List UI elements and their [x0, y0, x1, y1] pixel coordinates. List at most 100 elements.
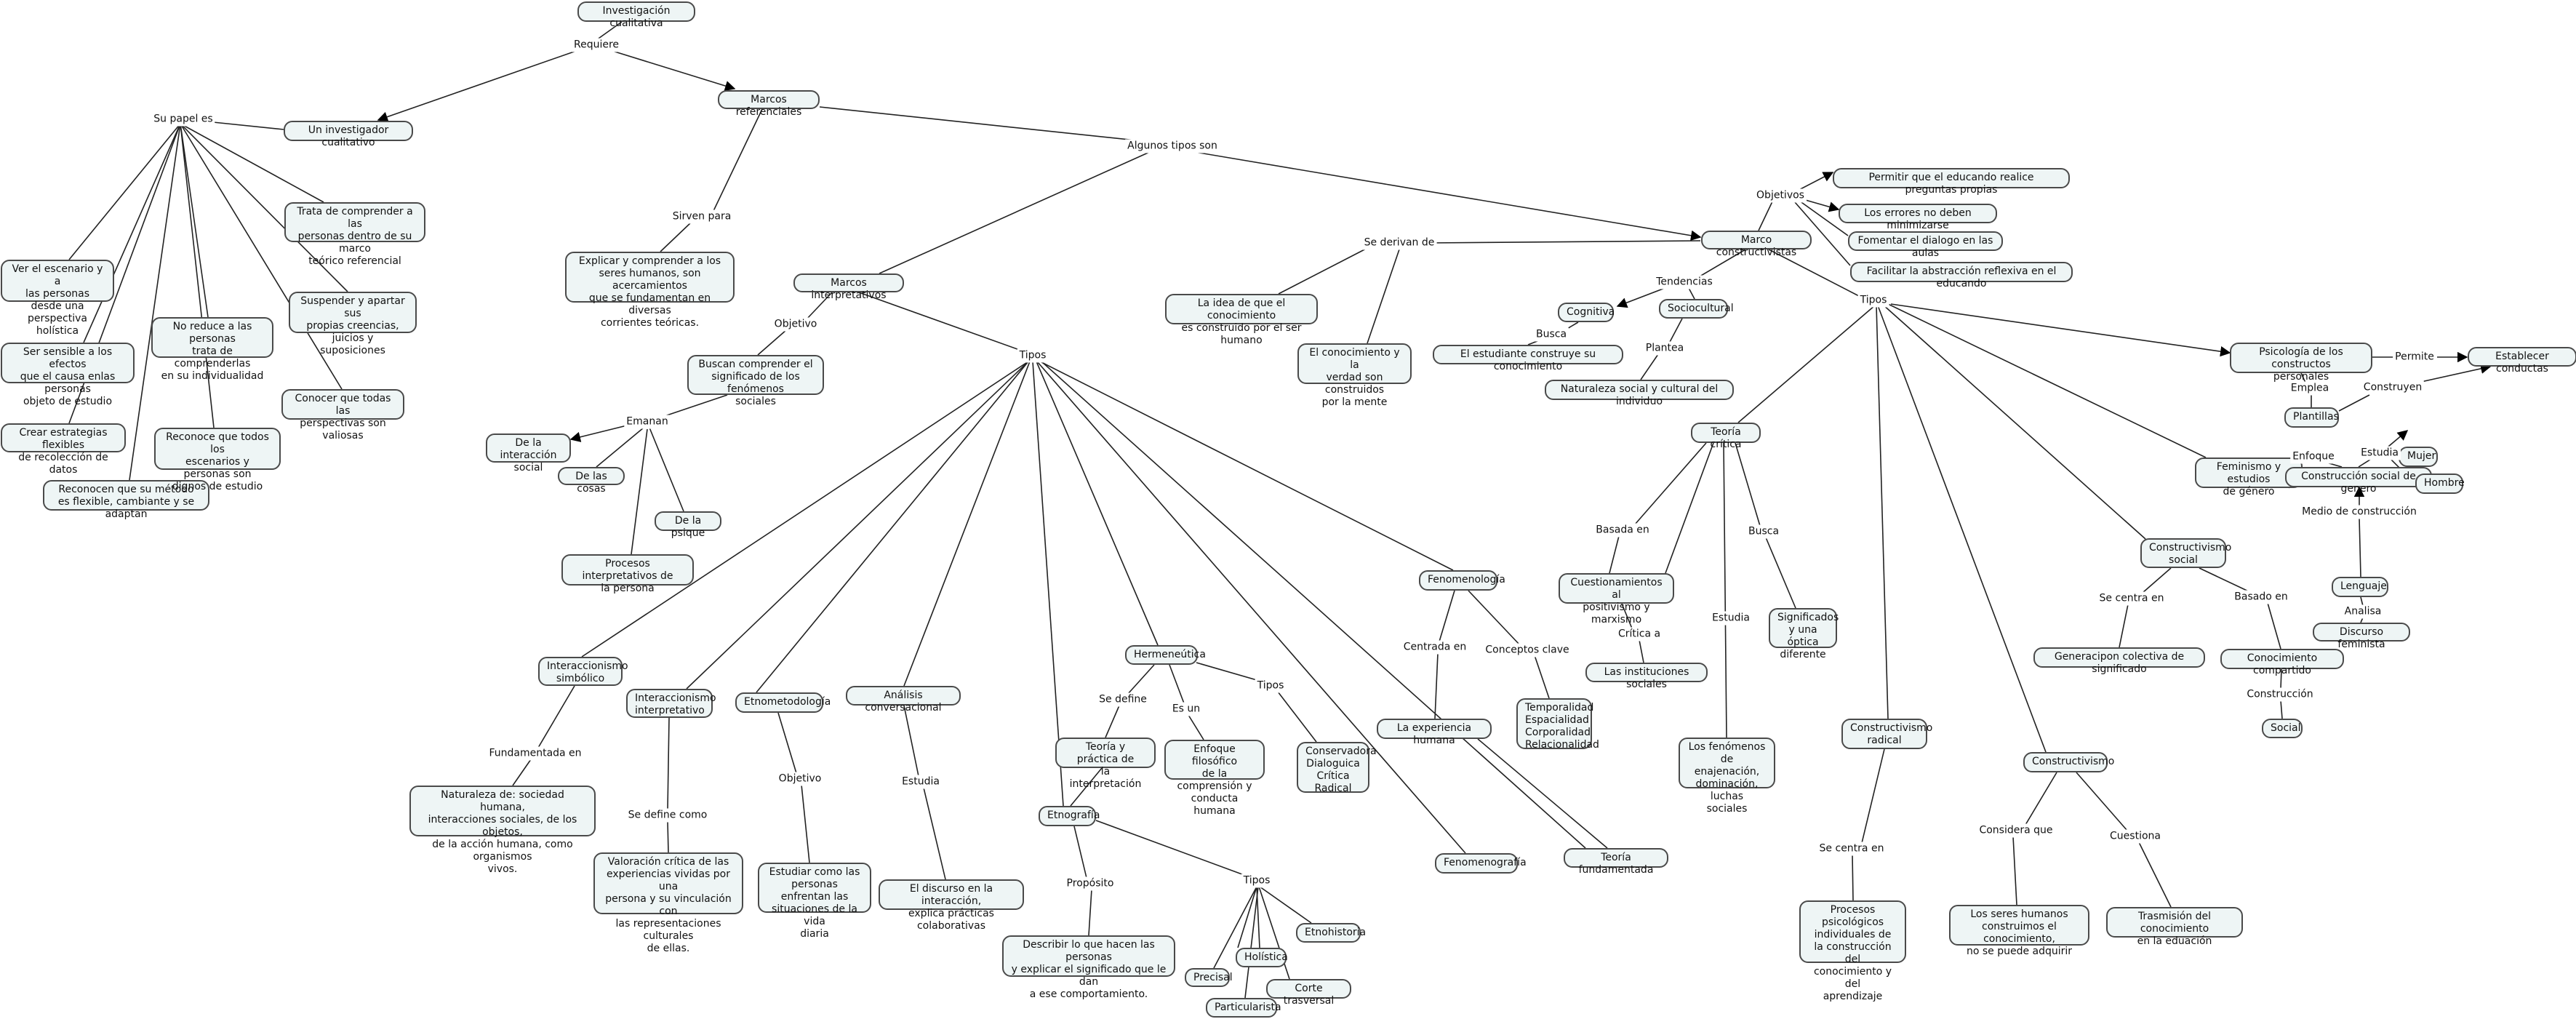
connector-line	[180, 123, 209, 318]
concept-conocimiento-compartido[interactable]: Conocimiento compartido	[2220, 649, 2344, 676]
concept-buscan-comprender[interactable]: Buscan comprender el significado de los …	[687, 355, 824, 407]
concept-naturaleza-sociedad[interactable]: Naturaleza de: sociedad humana, interacc…	[409, 786, 596, 875]
connector-line	[1852, 854, 1854, 901]
connector-line	[2280, 700, 2283, 719]
concept-investigacion-cualitativa[interactable]: Investigación cualitativa	[577, 1, 695, 29]
concept-instituciones[interactable]: Las instituciones sociales	[1585, 663, 1708, 690]
concept-construccion-genero[interactable]: Construcción social de genero	[2285, 467, 2432, 495]
concept-investigador-cualitativo[interactable]: Un investigador cualitativo	[284, 121, 413, 148]
concept-suspender[interactable]: Suspender y apartar sus propias creencia…	[289, 292, 417, 356]
concept-naturaleza-social[interactable]: Naturaleza social y cultural del individ…	[1545, 380, 1734, 407]
connector-line	[2119, 604, 2129, 648]
concept-interaccionismo-simbolico[interactable]: Interaccionismo simbólico	[538, 657, 628, 686]
concept-social[interactable]: Social	[2262, 719, 2303, 738]
concept-sociocultural[interactable]: Sociocultural	[1659, 299, 1734, 319]
concept-discurso-interaccion[interactable]: El discurso en la interacción, explica p…	[879, 879, 1024, 932]
connector-line	[801, 784, 810, 863]
concept-trasmision-conocimiento[interactable]: Trasmisión del conocimiento en la eduaci…	[2106, 907, 2243, 947]
concept-marcos-referenciales[interactable]: Marcos referenciales	[718, 90, 820, 118]
connector-line	[1735, 442, 1761, 527]
concept-procesos-interpretativos[interactable]: Procesos interpretativos de la persona	[561, 554, 694, 594]
concept-permitir-preguntas[interactable]: Permitir que el educando realice pregunt…	[1833, 168, 2070, 196]
concept-marcos-interpretativos[interactable]: Marcos interpretativos	[793, 273, 904, 301]
link-su-papel-es: Su papel es	[151, 112, 215, 127]
concept-mujer[interactable]: Mujer	[2399, 447, 2438, 467]
concept-significados[interactable]: Significados y una óptica diferente	[1769, 608, 1839, 660]
connector-line	[1439, 590, 1455, 642]
concept-discurso-feminista[interactable]: Discurso feminista	[2313, 623, 2410, 650]
link-tipos-hermeneutica: Tipos	[1255, 679, 1287, 693]
concept-ser-sensible[interactable]: Ser sensible a los efectos que el causa …	[1, 343, 135, 407]
concept-cognitiva[interactable]: Cognitiva	[1558, 303, 1615, 322]
concept-precisal[interactable]: Precisal	[1185, 968, 1233, 987]
concept-valoracion-critica[interactable]: Valoración crítica de las experiencias v…	[593, 852, 743, 954]
concept-conocer-perspectivas[interactable]: Conocer que todas las perspectivas son v…	[281, 389, 404, 441]
connector-line	[512, 759, 532, 786]
concept-teoria-fundamentada[interactable]: Teoría fundamentada	[1564, 848, 1668, 876]
concept-etnometodologia[interactable]: Etnometodología	[735, 692, 831, 713]
concept-ver-escenario[interactable]: Ver el escenario y a las personas desde …	[1, 260, 114, 337]
connector-line	[879, 151, 1152, 274]
concept-de-la-psique[interactable]: De la psique	[655, 511, 721, 539]
concept-interaccionismo-interpretativo[interactable]: Interaccionismo interpretativo	[626, 689, 716, 718]
concept-trata-comprender[interactable]: Trata de comprender a las personas dentr…	[284, 202, 425, 267]
connector-line	[1032, 361, 1064, 807]
connector-line	[1244, 886, 1259, 999]
concept-enfoque-filosofico[interactable]: Enfoque filosófico de la comprensión y c…	[1164, 740, 1265, 817]
concept-de-las-cosas[interactable]: De las cosas	[558, 467, 625, 495]
concept-feminismo[interactable]: Feminismo y estudios de género	[2195, 457, 2303, 497]
link-tipos-etnografia: Tipos	[1241, 874, 1273, 888]
concept-generacion-colectiva[interactable]: Generacipon colectiva de significado	[2033, 647, 2205, 675]
concept-establecer-conductas[interactable]: Establecer conductas	[2468, 347, 2576, 375]
concept-fenomenografia[interactable]: Fenomenografía	[1435, 853, 1527, 874]
link-construyen: Construyen	[2361, 380, 2425, 395]
concept-corte-trasversal[interactable]: Corte trasversal	[1266, 979, 1351, 1007]
connector-line	[1639, 639, 1644, 663]
concept-cuestionamientos[interactable]: Cuestionamientos al positivismo y marxis…	[1559, 573, 1674, 626]
concept-lenguaje[interactable]: Lenguaje	[2332, 577, 2388, 597]
concept-errores[interactable]: Los errores no deben minimizarse	[1839, 204, 1997, 231]
concept-hombre[interactable]: Hombre	[2415, 473, 2465, 494]
concept-psicologia-constructos[interactable]: Psicología de los constructos personales	[2230, 343, 2372, 383]
concept-holistica[interactable]: Holística	[1236, 948, 1288, 967]
concept-procesos-psicologicos[interactable]: Procesos psicológicos individuales de la…	[1799, 900, 1906, 1002]
connector-line	[1876, 305, 1889, 719]
concept-crear-estrategias[interactable]: Crear estrategias flexibles de recolecci…	[1, 423, 126, 476]
connector-line	[377, 49, 581, 122]
connector-line	[2414, 363, 2492, 384]
concept-plantillas[interactable]: Plantillas	[2284, 407, 2339, 428]
concept-facilitar-abstraccion[interactable]: Facilitar la abstracción reflexiva en el…	[1850, 262, 2073, 289]
concept-no-reduce[interactable]: No reduce a las personas trata de compre…	[151, 317, 273, 382]
concept-particularista[interactable]: Particularista	[1206, 998, 1281, 1018]
concept-teoria-practica[interactable]: Teoría y práctica de la interpretación	[1055, 738, 1156, 790]
connector-line	[1259, 886, 1312, 924]
concept-constructivismo-social[interactable]: Constructivismo social	[2140, 538, 2231, 568]
concept-seres-humanos[interactable]: Los seres humanos construimos el conocim…	[1949, 905, 2089, 957]
concept-conservadora[interactable]: Conservadora Dialoguica Crítica Radical	[1297, 742, 1377, 794]
link-proposito: Propósito	[1064, 876, 1116, 891]
concept-etnografia[interactable]: Etnografía	[1039, 806, 1100, 826]
concept-estudiar-como[interactable]: Estudiar como las personas enfrentan las…	[758, 863, 871, 940]
concept-explicar-comprender[interactable]: Explicar y comprender a los seres humano…	[565, 252, 735, 329]
concept-constructivismo[interactable]: Constructivismo	[2023, 752, 2114, 772]
concept-etnohistoria[interactable]: Etnohistoria	[1296, 923, 1366, 943]
concept-reconocen-metodo[interactable]: Reconocen que su método es flexible, cam…	[43, 480, 209, 520]
concept-teoria-critica[interactable]: Teoría crítica	[1691, 423, 1761, 450]
concept-idea-conocimiento[interactable]: La idea de que el conocimiento es constr…	[1165, 294, 1318, 346]
concept-fenomenologia[interactable]: Fenomenología	[1419, 570, 1505, 591]
concept-constructivismo-radical[interactable]: Constructivismo radical	[1841, 719, 1932, 749]
concept-analisis-conversacional[interactable]: Análisis conversacional	[846, 686, 961, 714]
concept-fenomenos[interactable]: Los fenómenos de enajenación, dominación…	[1679, 738, 1775, 815]
concept-estudiante-construye[interactable]: El estudiante construye su conocimiento	[1433, 345, 1623, 372]
concept-experiencia-humana[interactable]: La experiencia humana	[1377, 719, 1492, 746]
concept-temporalidad[interactable]: Temporalidad Espacialidad Corporalidad R…	[1516, 698, 1599, 751]
concept-reconoce-todos[interactable]: Reconoce que todos los escenarios y pers…	[154, 428, 281, 492]
concept-marco-constructivistas[interactable]: Marco constructivistas	[1701, 231, 1812, 258]
concept-de-la-interaccion[interactable]: De la interacción social	[486, 433, 571, 473]
concept-fomentar-dialogo[interactable]: Fomentar el dialogo en las aulas	[1848, 231, 2003, 259]
link-emanan: Emanan	[624, 415, 671, 429]
concept-hermeneutica[interactable]: Hermeneútica	[1125, 645, 1206, 665]
concept-describir[interactable]: Describir lo que hacen las personas y ex…	[1002, 935, 1175, 1000]
concept-conocimiento-verdad[interactable]: El conocimiento y la verdad son construi…	[1297, 343, 1412, 408]
link-permite: Permite	[2393, 350, 2436, 364]
